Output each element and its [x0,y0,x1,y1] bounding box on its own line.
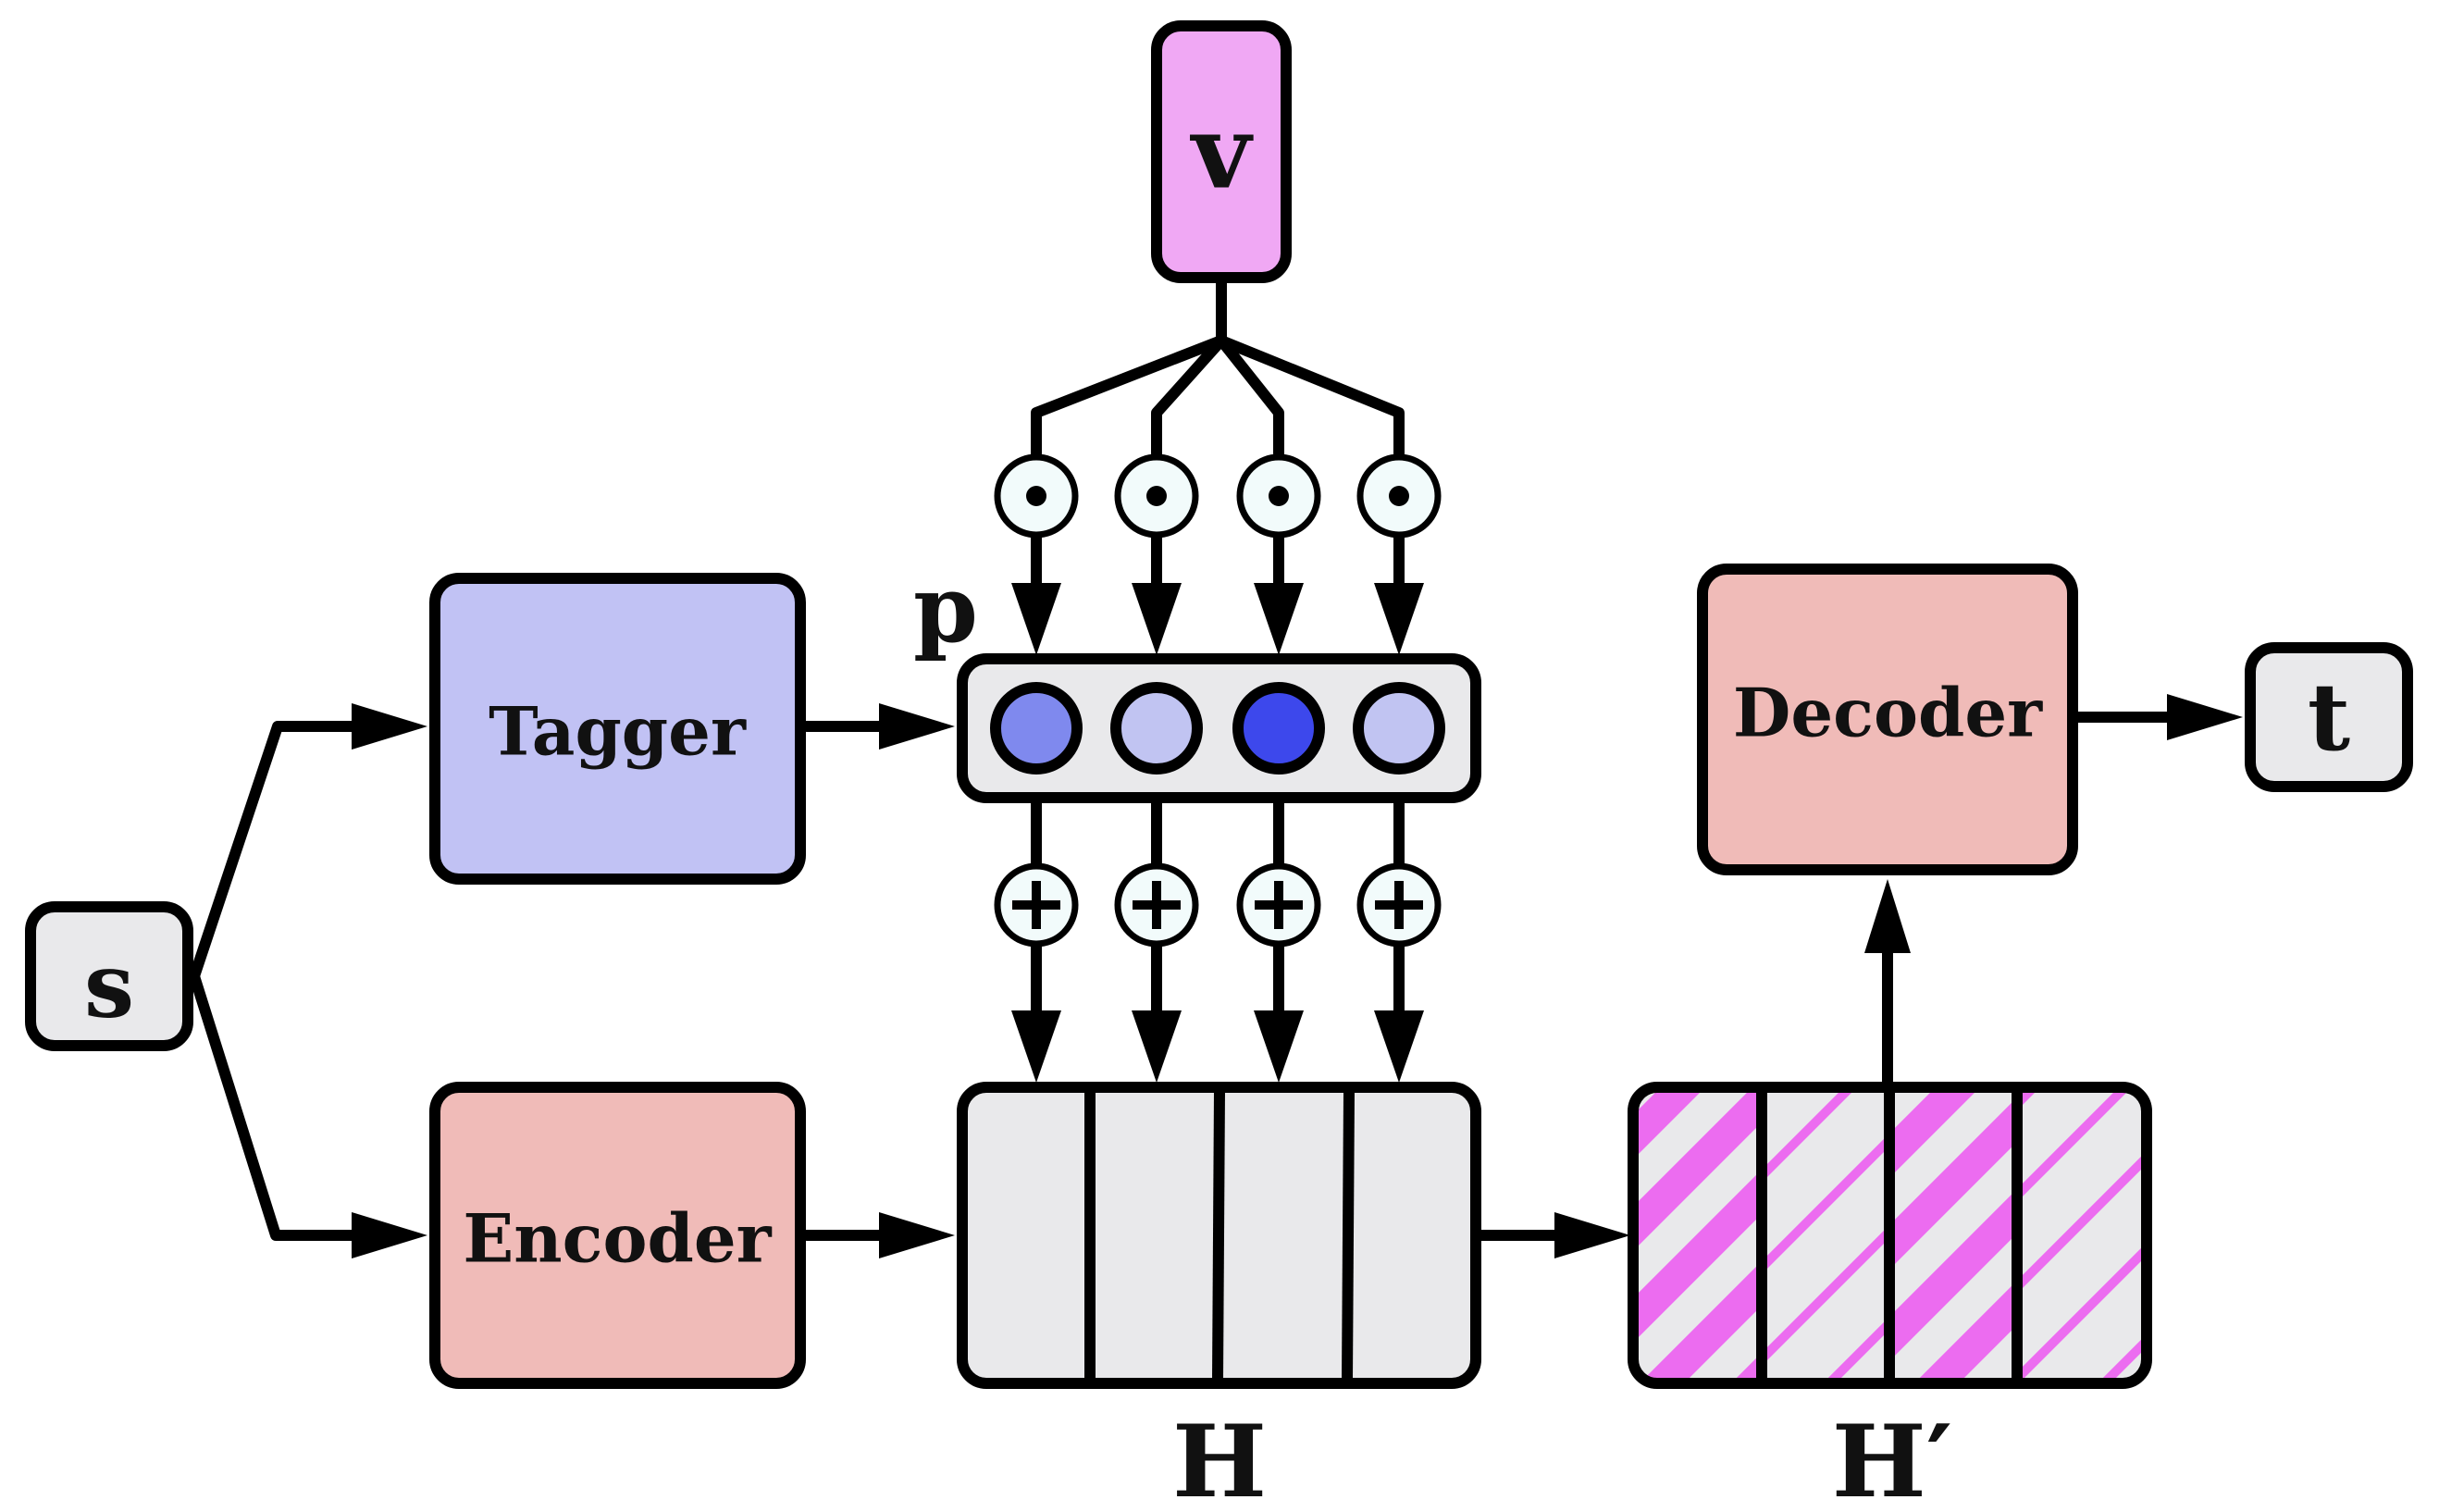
dot-product-icon [1356,453,1442,539]
edge-v-branch-4 [1216,335,1405,459]
arrowheads [352,583,2243,1258]
input-node-s: s [25,901,193,1051]
p-element-3 [1232,682,1325,775]
p-element-4 [1353,682,1445,775]
arrowhead-to-decoder [1864,879,1911,953]
edge-v-branch-3 [1216,335,1284,459]
dot-ops [994,453,1442,539]
arrowhead-to-t [2167,694,2243,740]
p-vector [957,653,1481,803]
hidden-matrix-h-prime [1628,1082,2152,1389]
tagger-box: Tagger [429,573,806,885]
edge-v-branch-1 [1031,335,1227,459]
encoder-box: Encoder [429,1082,806,1389]
p-label: p [913,554,978,663]
h-label: H [1172,1404,1267,1512]
dot-product-icon [1236,453,1321,539]
arrowhead-to-hprime [1554,1212,1630,1258]
add-icon [994,862,1079,948]
hprime-column-1 [1639,1093,1762,1378]
edge-v-branch-2 [1151,335,1227,459]
hprime-column-3 [1889,1093,2017,1378]
vector-v-node: v [1151,20,1292,283]
decoder-box: Decoder [1697,564,2078,875]
dot-product-icon [994,453,1079,539]
arrowhead-to-p [879,703,955,750]
arrowhead-to-tagger [352,703,427,750]
encoder-label: Encoder [463,1199,772,1278]
p-element-1 [990,682,1083,775]
arrowhead-to-encoder [352,1212,427,1258]
tagger-label: Tagger [489,692,747,771]
add-icon [1236,862,1321,948]
edge-s-to-tagger [189,721,366,982]
add-ops [994,862,1442,948]
arrowhead-to-h [879,1212,955,1258]
add-icon [1114,862,1199,948]
add-icon [1356,862,1442,948]
decoder-label: Decoder [1733,674,2043,752]
hidden-matrix-h [957,1082,1481,1389]
vector-label: v [1190,93,1254,212]
h-prime-label: H′ [1832,1404,1953,1512]
input-label: s [84,934,134,1038]
edge-s-to-encoder [189,971,366,1241]
output-node-t: t [2245,642,2413,792]
p-element-2 [1110,682,1203,775]
hprime-column-4 [2017,1093,2141,1378]
dot-product-icon [1114,453,1199,539]
hprime-column-2 [1762,1093,1889,1378]
output-label: t [2308,663,2350,772]
